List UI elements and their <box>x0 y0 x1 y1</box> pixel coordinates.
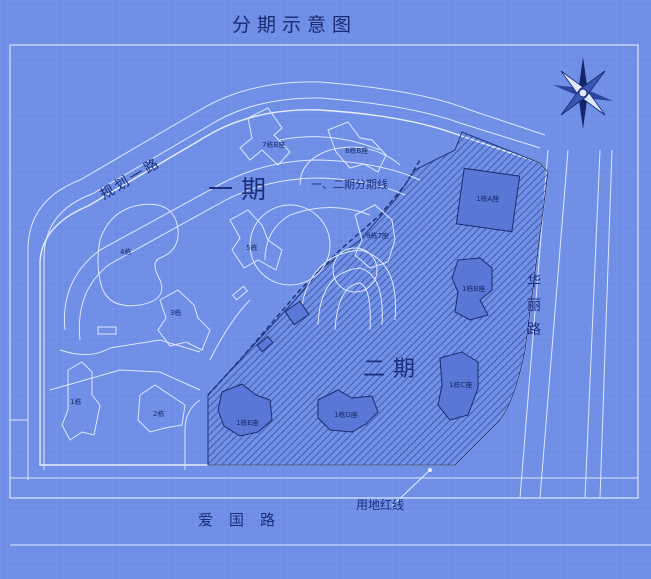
phase-divider-line <box>207 159 421 396</box>
phase-divider-label: 一、二期分期线 <box>311 178 388 191</box>
building-label-3: 3栋 <box>170 309 182 317</box>
parking-marker-1 <box>97 326 117 335</box>
phase-one-buildings <box>61 107 396 441</box>
building-label-9: 9栋7座 <box>366 232 389 240</box>
building-8 <box>327 121 387 173</box>
building-label-8: 8栋B座 <box>345 147 369 155</box>
east-road <box>519 149 613 499</box>
phase-two-label: 二期 <box>363 357 424 382</box>
phase-one-label: 一期 <box>208 175 275 204</box>
red-line-leader-dot <box>428 468 432 472</box>
internal-paths <box>49 136 421 470</box>
building-1a <box>455 167 521 233</box>
building-label-1d: 1栋D座 <box>334 411 358 419</box>
road-label-east: 华丽路 <box>527 274 541 338</box>
building-1 <box>61 361 101 441</box>
northwest-road <box>10 81 546 480</box>
parking-marker-3 <box>284 300 310 326</box>
pond <box>97 203 179 307</box>
compass-icon <box>553 57 613 129</box>
road-label-south: 爱国路 <box>198 511 292 529</box>
parking-marker-4 <box>256 335 274 353</box>
south-road <box>10 477 651 546</box>
central-plaza <box>249 204 397 331</box>
building-1d <box>317 389 379 433</box>
building-label-7: 7栋B座 <box>262 141 286 149</box>
building-label-4: 4栋 <box>120 248 132 256</box>
red-line-label: 用地红线 <box>356 498 405 512</box>
building-3 <box>157 289 211 351</box>
building-5 <box>229 209 283 271</box>
building-9 <box>354 204 396 269</box>
building-1b <box>451 257 493 321</box>
building-label-1: 1栋 <box>70 398 82 406</box>
parking-marker-2 <box>232 285 248 301</box>
building-label-1e: 1栋E座 <box>236 419 259 427</box>
building-label-1a: 1栋A座 <box>476 195 500 203</box>
building-7 <box>239 107 291 166</box>
building-1c <box>437 351 479 421</box>
building-2 <box>137 384 186 433</box>
building-label-1c: 1栋C座 <box>449 381 473 389</box>
phase-two-buildings <box>217 167 521 437</box>
map-title: 分期示意图 <box>232 14 358 36</box>
building-label-2: 2栋 <box>153 410 165 418</box>
building-label-1b: 1栋B座 <box>462 285 486 293</box>
red-line-leader <box>391 469 431 507</box>
building-label-5: 5栋 <box>246 244 258 252</box>
building-1e <box>217 383 273 437</box>
